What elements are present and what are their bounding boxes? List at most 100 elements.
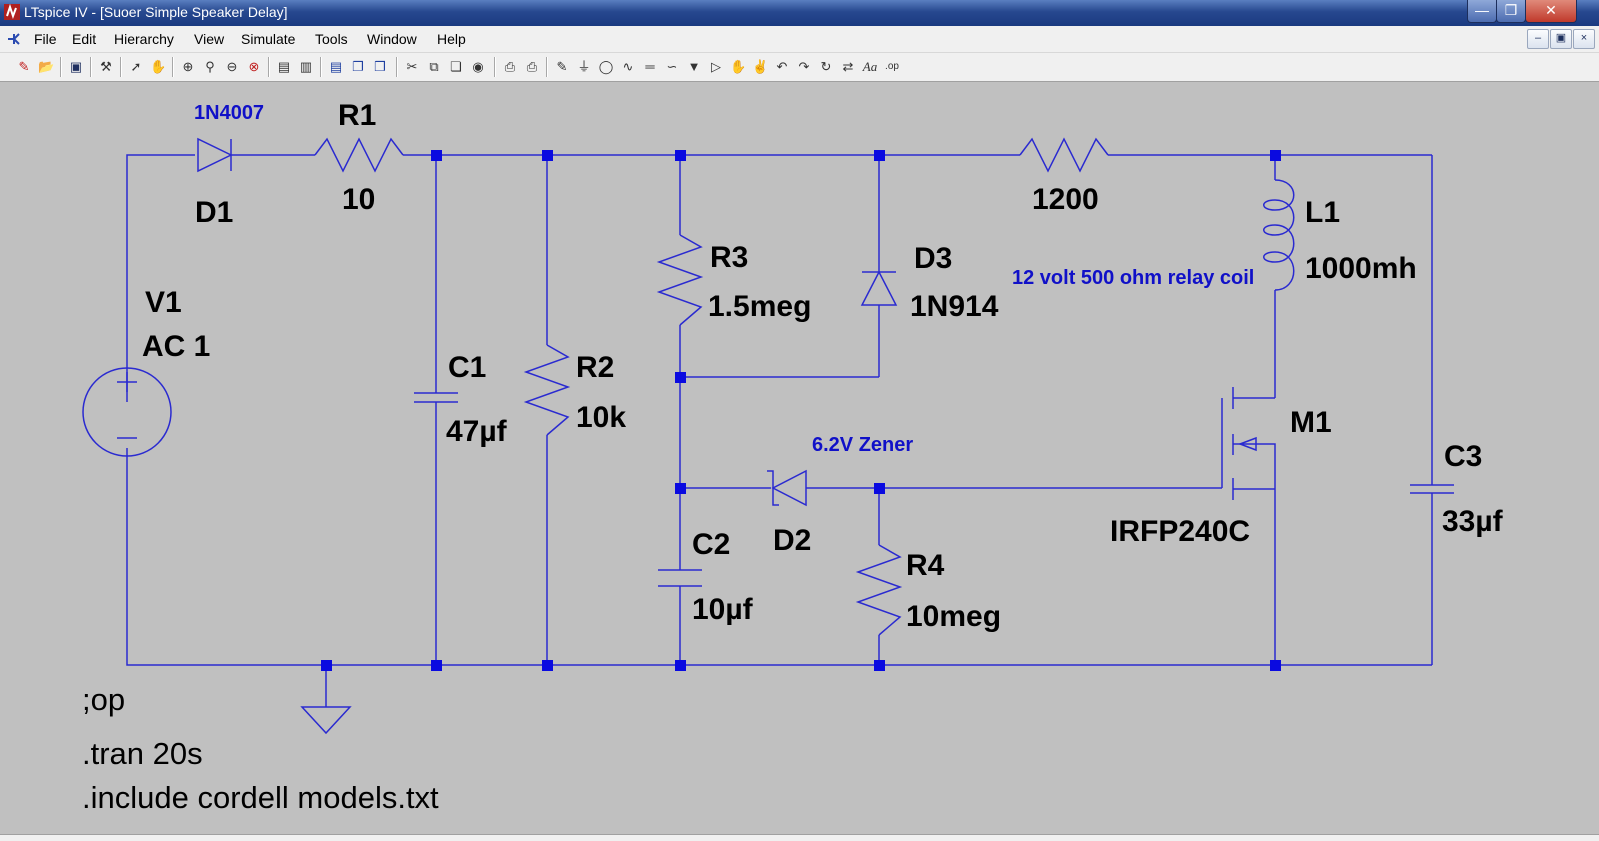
- status-bar: [0, 834, 1599, 841]
- resistor-r4-symbol[interactable]: [855, 544, 903, 636]
- component-icon[interactable]: ▷: [711, 59, 721, 74]
- r4-name-label: R4: [906, 549, 945, 582]
- paste-icon[interactable]: ❏: [450, 59, 462, 74]
- menu-tools[interactable]: Tools: [315, 31, 348, 47]
- ground-symbol[interactable]: [300, 706, 352, 735]
- diode-d1-symbol[interactable]: [197, 137, 233, 173]
- menu-file[interactable]: File: [34, 31, 57, 47]
- d2-name-label: D2: [773, 524, 811, 557]
- mdi-close-button[interactable]: ×: [1573, 29, 1595, 49]
- voltage-source-v1[interactable]: [82, 367, 172, 457]
- v1-name-label: V1: [145, 286, 182, 319]
- run-icon[interactable]: ➚: [130, 59, 142, 74]
- label-net-icon[interactable]: ◯: [598, 59, 614, 74]
- resistor-icon[interactable]: ∿: [622, 59, 634, 74]
- resistor-r1-symbol[interactable]: [314, 137, 404, 173]
- move-icon[interactable]: ✋: [730, 59, 747, 74]
- mdi-minimize-button[interactable]: –: [1527, 29, 1549, 49]
- tile-vertical-icon[interactable]: ▤: [329, 59, 343, 74]
- wire-icon[interactable]: ✎: [556, 59, 568, 74]
- d1-model-label: 1N4007: [194, 102, 264, 124]
- relay-coil-comment: 12 volt 500 ohm relay coil: [1012, 267, 1254, 289]
- d1-name-label: D1: [195, 196, 233, 229]
- open-icon[interactable]: 📂: [38, 59, 55, 74]
- zoom-pan-icon[interactable]: ⚲: [205, 59, 215, 74]
- drag-icon[interactable]: ✌: [752, 59, 769, 74]
- close-all-icon[interactable]: ❒: [374, 59, 386, 74]
- mirror-icon[interactable]: ⇄: [842, 59, 854, 74]
- l1-name-label: L1: [1305, 196, 1340, 229]
- find-icon[interactable]: ◉: [472, 59, 484, 74]
- undo-icon[interactable]: ↶: [776, 59, 788, 74]
- mdi-restore-button[interactable]: ▣: [1550, 29, 1572, 49]
- zener-d2-symbol[interactable]: [767, 469, 807, 507]
- text-icon[interactable]: Aa: [862, 59, 878, 74]
- redo-icon[interactable]: ↷: [798, 59, 810, 74]
- d3-value-label: 1N914: [910, 290, 999, 323]
- d3-name-label: D3: [914, 242, 952, 275]
- print-icon[interactable]: ⎙: [526, 59, 538, 74]
- directive-tran[interactable]: .tran 20s: [82, 736, 203, 771]
- cascade-icon[interactable]: ❐: [352, 59, 364, 74]
- c3-name-label: C3: [1444, 440, 1482, 473]
- resistor-r2-symbol[interactable]: [523, 344, 571, 436]
- cut-icon[interactable]: ✂: [406, 59, 418, 74]
- close-icon: ✕: [1545, 2, 1557, 18]
- r2-name-label: R2: [576, 351, 614, 384]
- title-bar: LTspice IV - [Suoer Simple Speaker Delay…: [0, 0, 1599, 26]
- diode-d3-symbol[interactable]: [860, 270, 898, 306]
- rotate-icon[interactable]: ↻: [820, 59, 832, 74]
- control-panel-icon[interactable]: ⚒: [100, 59, 112, 74]
- minimize-button[interactable]: —: [1467, 0, 1497, 23]
- new-schematic-icon[interactable]: ✎: [18, 59, 30, 74]
- schematic-doc-icon[interactable]: [6, 31, 22, 47]
- schematic-canvas[interactable]: 1N4007 D1 R1 10 1200 L1 1000mh 12 volt 5…: [0, 82, 1599, 834]
- zoom-out-icon[interactable]: ⊖: [226, 59, 238, 74]
- v1-value-label: AC 1: [142, 330, 210, 363]
- maximize-button[interactable]: ❐: [1496, 0, 1526, 23]
- resistor-1200-symbol[interactable]: [1019, 137, 1109, 173]
- capacitor-c1-symbol[interactable]: [414, 392, 458, 403]
- close-button[interactable]: ✕: [1525, 0, 1577, 23]
- menu-hierarchy[interactable]: Hierarchy: [114, 31, 174, 47]
- menu-window[interactable]: Window: [367, 31, 417, 47]
- zoom-in-icon[interactable]: ⊕: [182, 59, 194, 74]
- diode-icon[interactable]: ▼: [687, 59, 701, 74]
- capacitor-c3-symbol[interactable]: [1410, 484, 1454, 494]
- menu-help[interactable]: Help: [437, 31, 466, 47]
- restore-icon: ❐: [1504, 2, 1518, 18]
- copy-icon[interactable]: ⧉: [429, 59, 439, 74]
- r3-name-label: R3: [710, 241, 748, 274]
- window-title: LTspice IV - [Suoer Simple Speaker Delay…: [24, 4, 288, 20]
- tile-horizontal-icon[interactable]: ▥: [299, 59, 313, 74]
- zoom-fit-icon[interactable]: ⊗: [248, 59, 260, 74]
- c1-value-label: 47µf: [446, 415, 508, 448]
- menu-simulate[interactable]: Simulate: [241, 31, 296, 47]
- r-1200-value-label: 1200: [1032, 183, 1099, 216]
- ltspice-logo-icon: [4, 4, 20, 20]
- r1-value-label: 10: [342, 183, 375, 216]
- minimize-icon: —: [1475, 2, 1489, 18]
- menu-bar: File Edit Hierarchy View Simulate Tools …: [0, 26, 1599, 53]
- inductor-icon[interactable]: ∽: [666, 59, 678, 74]
- directive-op[interactable]: ;op: [82, 682, 125, 717]
- mosfet-m1-symbol[interactable]: [1237, 436, 1257, 452]
- l1-value-label: 1000mh: [1305, 252, 1417, 285]
- capacitor-c2-symbol[interactable]: [658, 569, 702, 587]
- zener-comment: 6.2V Zener: [812, 434, 913, 456]
- autorange-icon[interactable]: ▤: [277, 59, 291, 74]
- spice-directive-icon[interactable]: .op: [885, 61, 899, 72]
- capacitor-icon[interactable]: ═: [645, 59, 655, 74]
- menu-edit[interactable]: Edit: [72, 31, 97, 47]
- save-icon[interactable]: ▣: [69, 59, 83, 74]
- print-setup-icon[interactable]: ⎙: [504, 59, 516, 74]
- menu-view[interactable]: View: [194, 31, 225, 47]
- ground-icon[interactable]: ⏚: [577, 59, 591, 74]
- toolbar: ✎ 📂 ▣ ⚒ ➚ ✋ ⊕ ⚲ ⊖ ⊗ ▤ ▥ ▤ ❐ ❒ ✂ ⧉ ❏ ◉ ⎙ …: [0, 53, 1599, 82]
- c2-name-label: C2: [692, 528, 730, 561]
- inductor-l1-symbol[interactable]: [1263, 179, 1295, 291]
- r1-name-label: R1: [338, 99, 376, 132]
- halt-icon[interactable]: ✋: [150, 59, 167, 74]
- resistor-r3-symbol[interactable]: [656, 234, 704, 326]
- directive-include[interactable]: .include cordell models.txt: [82, 780, 439, 815]
